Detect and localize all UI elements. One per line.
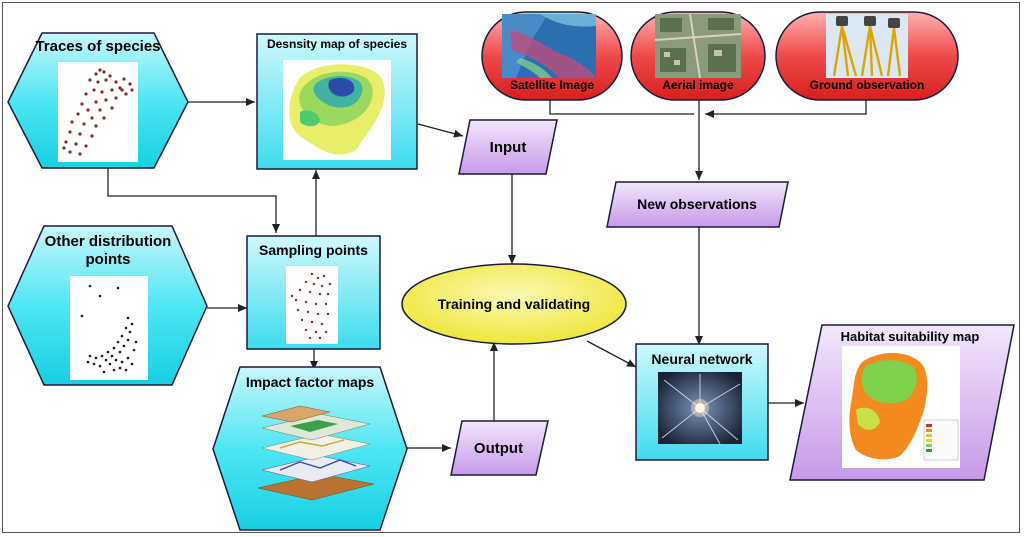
connectors	[107, 98, 867, 452]
sampling-label: Sampling points	[259, 242, 368, 258]
training-ellipse	[401, 263, 627, 345]
other-points-label-line1: Other distribution	[44, 233, 172, 250]
other-points-label-line2: points	[85, 251, 131, 268]
sampling-scatter-image	[286, 266, 338, 344]
aerial-label: Aerial image	[662, 78, 734, 92]
density-map-image	[283, 60, 391, 160]
habitat-map-image	[842, 346, 960, 468]
output-label: Output	[473, 440, 524, 457]
output-parallelogram	[450, 420, 549, 476]
training-label: Training and validating	[437, 296, 591, 312]
arrow-ground-merge	[705, 100, 867, 118]
density-label: Desnsity map of species	[266, 37, 408, 51]
ground-observation-image	[826, 14, 908, 78]
arrow-training-to-neural	[586, 340, 637, 368]
arrow-traces-to-sampling	[107, 168, 280, 233]
arrow-density-to-input	[417, 123, 464, 138]
neural-network-image	[658, 372, 742, 445]
input-parallelogram	[458, 119, 558, 175]
satellite-image	[502, 14, 596, 78]
impact-layers-image	[257, 405, 375, 501]
traces-label: Traces of species	[35, 38, 161, 55]
traces-scatter-image	[58, 62, 138, 162]
other-points-scatter-image	[70, 276, 148, 380]
new-observations-parallelogram	[606, 181, 789, 228]
new-observations-label: New observations	[637, 196, 757, 212]
satellite-label: Satellite Image	[509, 78, 595, 92]
line-satellite-merge	[549, 100, 694, 115]
ground-label: Ground observation	[809, 78, 925, 92]
impact-label: Impact factor maps	[245, 374, 375, 390]
neural-label: Neural network	[651, 351, 753, 367]
habitat-label: Habitat suitability map	[840, 329, 980, 344]
input-label: Input	[489, 139, 527, 156]
aerial-image	[654, 13, 742, 79]
